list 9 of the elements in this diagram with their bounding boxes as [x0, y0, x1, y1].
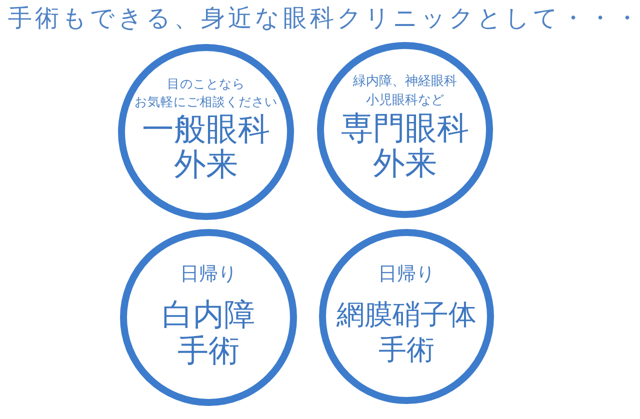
heading-text: 一般眼科外来: [142, 112, 270, 182]
heading-text: 白内障手術: [162, 296, 255, 368]
caption-text: 目のことならお気軽にご相談ください: [134, 74, 278, 110]
heading-text: 網膜硝子体手術: [336, 296, 476, 366]
caption-text: 緑内障、神経眼科小児眼科など: [353, 72, 457, 110]
page-title: 手術もできる、身近な眼科クリニックとして・・・: [8, 4, 640, 32]
caption-text: 日帰り: [180, 262, 237, 284]
caption-text: 日帰り: [378, 262, 435, 284]
heading-text: 専門眼科外来: [341, 110, 469, 180]
